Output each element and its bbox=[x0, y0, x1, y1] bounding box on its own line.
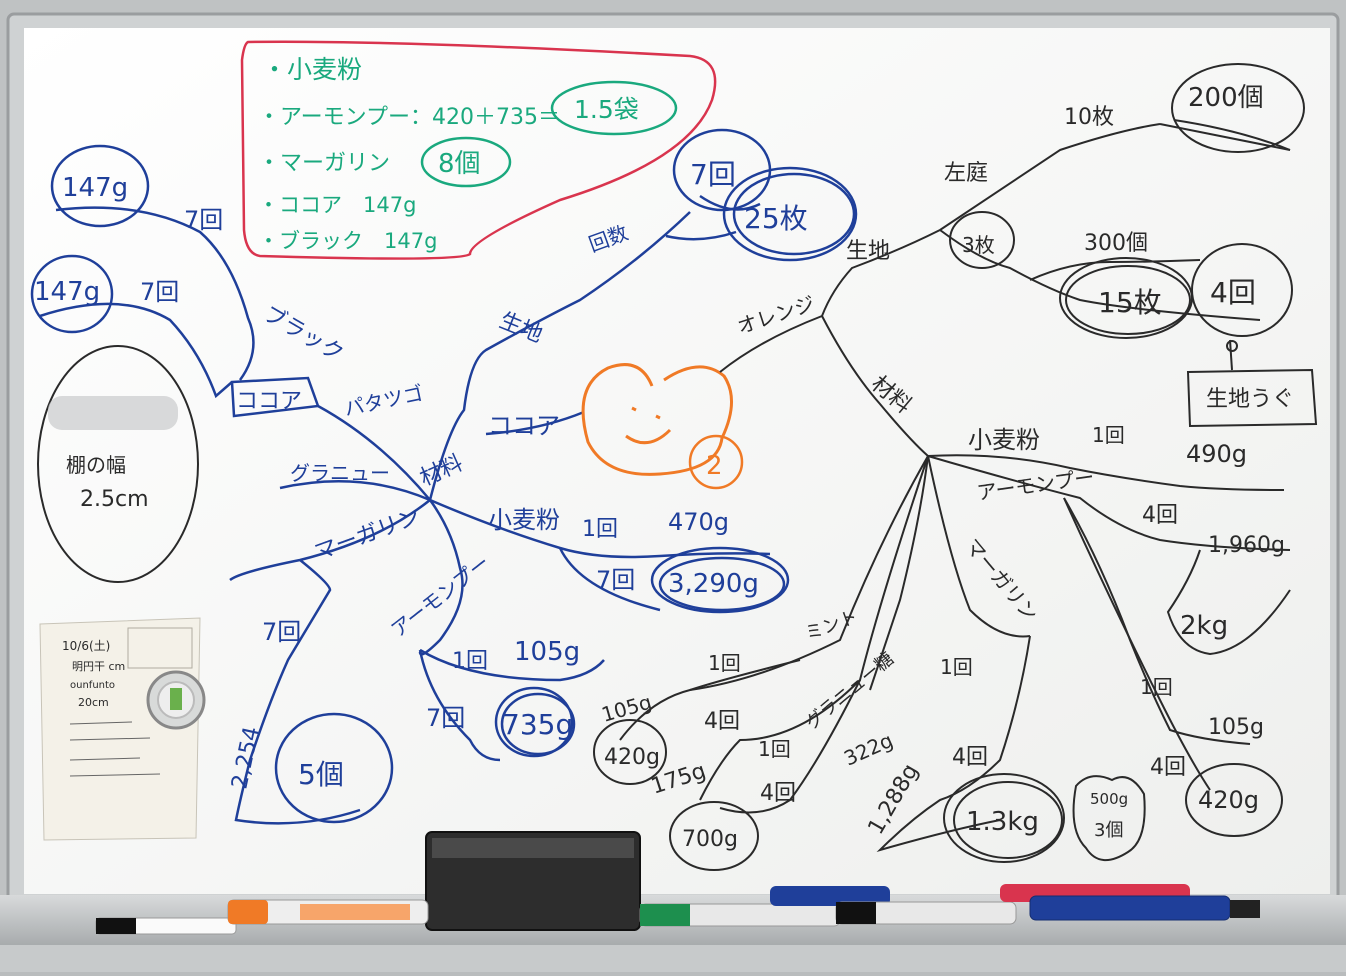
left-count-b: 7回 bbox=[140, 278, 179, 306]
om-right-four: 4回 bbox=[1150, 755, 1186, 780]
flour-470: 470g bbox=[668, 508, 729, 536]
orange-times-4: 4回 bbox=[1210, 276, 1256, 309]
om-marg-four: 4回 bbox=[952, 745, 988, 770]
summary-line2: ・アーモンプー：420＋735＝ bbox=[258, 105, 560, 130]
sticky-line2: 明円干 cm bbox=[72, 660, 125, 673]
summary-line1: ・小麦粉 bbox=[262, 55, 362, 84]
om-1-3kg: 1.3kg bbox=[966, 807, 1039, 837]
left-weight-top: 147g bbox=[62, 173, 128, 203]
sticky-note bbox=[39, 617, 201, 841]
left-weight-mid: 147g bbox=[34, 277, 100, 307]
om-three-pcs: 3個 bbox=[1094, 820, 1123, 841]
om-marg-once: 1回 bbox=[940, 655, 973, 679]
sticky-scribbles bbox=[69, 721, 161, 777]
orange-count-300: 300個 bbox=[1084, 231, 1148, 256]
om-1960: 1,960g bbox=[1208, 533, 1285, 558]
almond-105: 105g bbox=[514, 637, 580, 667]
summary-result-circle-1 bbox=[550, 80, 678, 136]
flour-seven: 7回 bbox=[596, 566, 635, 594]
left-note-circle bbox=[37, 345, 199, 583]
heart-number: 2 bbox=[706, 451, 723, 481]
summary-line4: ・ココア 147g bbox=[258, 193, 416, 217]
right-tree-lines bbox=[593, 63, 1318, 871]
om-500: 500g bbox=[1090, 790, 1128, 808]
sticky-line4: 20cm bbox=[78, 696, 109, 709]
heart-number-circle bbox=[688, 434, 744, 490]
om-gran-once: 1回 bbox=[758, 737, 791, 761]
om-right-105: 105g bbox=[1208, 715, 1264, 740]
om-700: 700g bbox=[682, 827, 738, 852]
om-right-420: 420g bbox=[1198, 786, 1259, 814]
almond-735: 735g bbox=[502, 708, 573, 741]
markers bbox=[95, 884, 1260, 935]
left-cocoa-label: ココア bbox=[236, 389, 302, 414]
summary-line3: ・マーガリン bbox=[258, 151, 390, 176]
om-2kg: 2kg bbox=[1180, 611, 1228, 641]
flour-once: 1回 bbox=[582, 517, 618, 542]
summary-line5: ・ブラック 147g bbox=[258, 229, 437, 253]
left-count-c: 7回 bbox=[262, 618, 301, 646]
blue-marker[interactable] bbox=[1029, 895, 1231, 921]
om-gran-four: 4回 bbox=[760, 781, 796, 806]
summary-line3-result: 8個 bbox=[438, 149, 481, 179]
almond-once: 1回 bbox=[452, 649, 488, 674]
om-right-once: 1回 bbox=[1140, 675, 1173, 699]
sticky-line3: ounfunto bbox=[70, 680, 115, 691]
om-flour-once: 1回 bbox=[1092, 423, 1125, 447]
blurred-name bbox=[48, 396, 178, 430]
left-pieces: 5個 bbox=[298, 758, 344, 791]
left-count-a: 7回 bbox=[184, 206, 223, 234]
om-almond-four: 4回 bbox=[1142, 503, 1178, 528]
orange-sheets-15: 15枚 bbox=[1098, 286, 1162, 319]
summary-result-circle-2 bbox=[420, 136, 512, 188]
om-flour: 小麦粉 bbox=[968, 426, 1040, 454]
left-granule-label: グラニュー bbox=[290, 461, 390, 485]
center-count-7: 7回 bbox=[690, 158, 736, 191]
heart-doodle bbox=[581, 363, 734, 476]
om-mint-four: 4回 bbox=[704, 709, 740, 734]
orange-count-200: 200個 bbox=[1188, 83, 1264, 113]
orange-dough-note: 生地うぐ bbox=[1206, 387, 1294, 412]
center-sheets-25: 25枚 bbox=[744, 202, 808, 235]
left-note-width-value: 2.5cm bbox=[80, 487, 149, 512]
flour-label: 小麦粉 bbox=[488, 506, 560, 534]
board-surface bbox=[24, 28, 1330, 894]
orange-ten-sheets: 10枚 bbox=[1064, 105, 1114, 130]
left-note-width-label: 棚の幅 bbox=[66, 453, 126, 477]
blue-marker-cap[interactable] bbox=[770, 886, 890, 906]
orange-left-side: 左庭 bbox=[944, 161, 988, 186]
summary-box-outline bbox=[240, 40, 717, 260]
center-cocoa-label: ココア bbox=[488, 412, 560, 440]
sticky-line1: 10/6(土) bbox=[62, 639, 110, 653]
almond-seven: 7回 bbox=[426, 704, 465, 732]
left-branch-lines bbox=[30, 128, 858, 825]
om-490: 490g bbox=[1186, 440, 1247, 468]
orange-dough: 生地 bbox=[846, 239, 890, 264]
flour-3290: 3,290g bbox=[668, 569, 759, 599]
om-mint-once: 1回 bbox=[708, 651, 741, 675]
summary-line2-result: 1.5袋 bbox=[574, 95, 639, 124]
orange-three-sheets: 3枚 bbox=[962, 233, 995, 257]
om-420: 420g bbox=[604, 745, 660, 770]
